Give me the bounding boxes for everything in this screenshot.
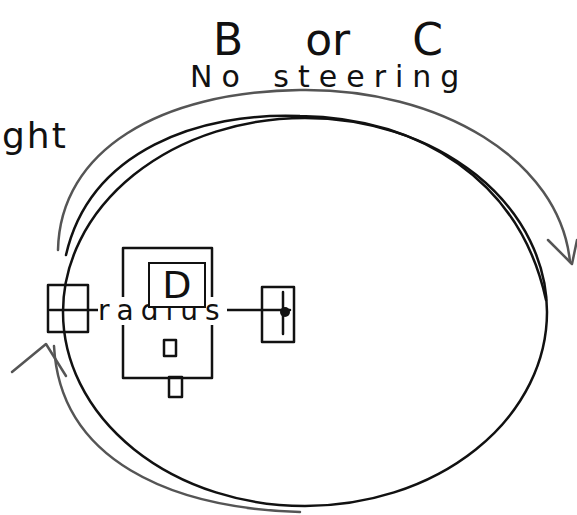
wheel-square bbox=[164, 340, 176, 356]
direction-arc bbox=[54, 346, 300, 512]
subheading-note: No steering bbox=[190, 62, 468, 92]
cut-off-note: ght bbox=[2, 118, 68, 154]
arrow-head bbox=[12, 344, 66, 376]
vehicle-label-box: D bbox=[148, 262, 206, 308]
pivot-dot bbox=[280, 307, 290, 317]
heading-note: B or C bbox=[213, 18, 443, 62]
direction-arc bbox=[58, 90, 570, 262]
node-text: D bbox=[162, 266, 191, 304]
left-wheel-box bbox=[48, 285, 88, 332]
arrow-head bbox=[548, 240, 577, 264]
right-wheel-box bbox=[262, 287, 294, 342]
wheel-square bbox=[169, 377, 182, 397]
track-inner-stroke bbox=[66, 116, 546, 300]
